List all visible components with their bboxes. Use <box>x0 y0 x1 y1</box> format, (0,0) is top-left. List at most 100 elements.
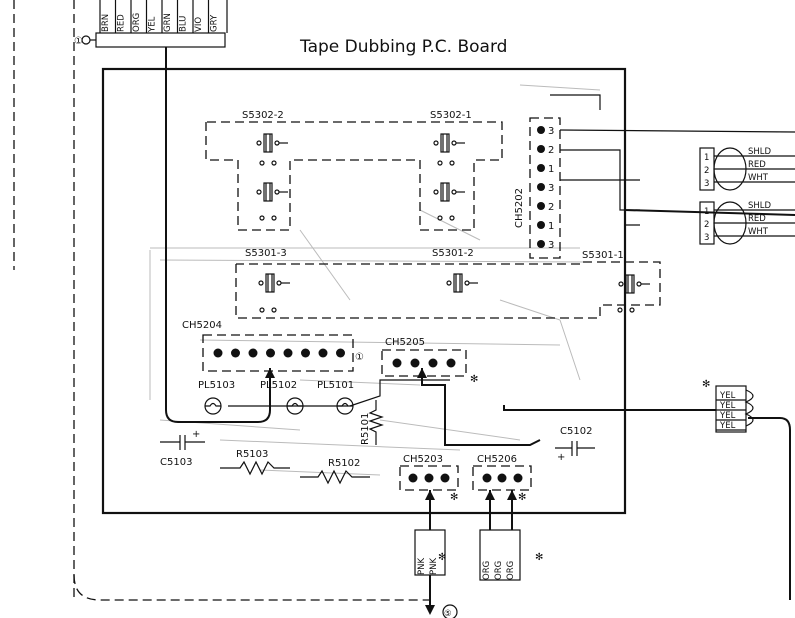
top-wire-label: GRN <box>163 13 173 32</box>
top-wire-label: VIO <box>194 17 204 32</box>
ch5204-pin <box>266 348 275 358</box>
switch-terminal <box>259 215 265 221</box>
bottom-right-star: ✻ <box>535 552 543 563</box>
switch-contact <box>433 133 465 153</box>
bottom-connector-pin <box>440 473 450 483</box>
switch-terminal <box>271 160 277 166</box>
ch5202-pin <box>537 183 545 191</box>
bottom-right-wire-label: ORG <box>494 561 504 580</box>
jack-pin-number: 2 <box>704 220 709 230</box>
switch-contact <box>446 273 478 293</box>
ch5202-label: CH5202 <box>514 188 525 228</box>
switch-symbols <box>256 133 650 313</box>
ch5202-pin <box>537 145 545 153</box>
bottom-left-wire-label: PNK <box>429 558 439 575</box>
jack-pin-number: 2 <box>704 166 709 176</box>
switch-contact <box>256 133 288 153</box>
switch-terminal <box>271 307 277 313</box>
right-wire-label: YEL <box>719 401 736 411</box>
switch-terminal <box>271 215 277 221</box>
switch-terminal <box>449 215 455 221</box>
bottom-left-wire-label: PNK <box>417 558 427 575</box>
switch-s5301-3-label: S5301-3 <box>245 248 287 259</box>
ch5202-pin-number: 2 <box>548 202 554 213</box>
jack-wire-label: RED <box>748 160 766 170</box>
ch5204-label: CH5204 <box>182 320 222 331</box>
top-wire-label: BRN <box>101 14 111 32</box>
ch5206-label: CH5206 <box>477 454 517 465</box>
jack-wire-label: SHLD <box>748 201 772 211</box>
bottom-right-wire-label: ORG <box>506 561 516 580</box>
switch-contact <box>258 273 290 293</box>
bottom-connector-pin <box>424 473 434 483</box>
ch5204-pins <box>213 348 345 358</box>
lamp: PL5102 <box>260 380 304 415</box>
switch-terminal <box>259 307 265 313</box>
ch5202-pin <box>537 240 545 248</box>
r5102-label: R5102 <box>328 458 360 469</box>
ch5203-star: ✻ <box>450 492 458 503</box>
switch-terminal <box>449 160 455 166</box>
top-wire-label: YEL <box>148 16 158 33</box>
bottom-pins <box>408 473 523 483</box>
ch5205-pin <box>410 358 420 368</box>
lamp: PL5101 <box>317 380 354 415</box>
board-title: Tape Dubbing P.C. Board <box>299 37 507 57</box>
switch-contact <box>256 182 288 202</box>
board-outline <box>101 67 627 515</box>
ch5204-pin <box>318 348 328 358</box>
lamp: PL5103 <box>198 380 235 415</box>
switch-s5302-1-label: S5302-1 <box>430 110 472 121</box>
c5103-plus: + <box>192 429 200 440</box>
ch5202-pin-number: 3 <box>548 183 554 194</box>
jack-wire-label: WHT <box>748 227 769 237</box>
switch-terminal <box>617 307 623 313</box>
bottom-connector-pin <box>408 473 418 483</box>
ch5204-pin <box>248 348 258 358</box>
switch-contact <box>618 274 650 294</box>
right-wire-label: YEL <box>719 391 736 401</box>
lamp-label: PL5101 <box>317 380 354 391</box>
top-connector-ref: ① <box>74 36 83 47</box>
ch5203-label: CH5203 <box>403 454 443 465</box>
ch5206-star: ✻ <box>518 492 526 503</box>
ch5205-pin <box>446 358 456 368</box>
r5103-label: R5103 <box>236 449 268 460</box>
ch5202-pin <box>537 126 545 134</box>
switch-s5301-2-label: S5301-2 <box>432 248 474 259</box>
r5101-label: R5101 <box>360 413 371 445</box>
c5102-plus: + <box>557 452 565 463</box>
pcb-traces <box>149 84 601 476</box>
ch5204-pin <box>301 348 310 358</box>
ch5204-pin <box>336 348 345 358</box>
bottom-right-wire-label: ORG <box>482 561 492 580</box>
c5102-label: C5102 <box>560 426 592 437</box>
switch-terminal <box>259 160 265 166</box>
top-wire-label: BLU <box>179 16 189 32</box>
ch5202-pin-number: 1 <box>548 221 554 232</box>
right-wire-label: YEL <box>719 411 736 421</box>
ch5202-pin-number: 1 <box>548 164 554 175</box>
switch-terminal <box>437 160 443 166</box>
switch-contact <box>433 182 465 202</box>
jack-wire-label: RED <box>748 214 766 224</box>
jack-wire-label: WHT <box>748 173 769 183</box>
jack-wire-label: SHLD <box>748 147 772 157</box>
ch5205-pin <box>392 358 402 368</box>
bottom-connector-pin <box>513 473 523 483</box>
ch5204-pin <box>231 348 240 358</box>
switch-terminal <box>629 307 635 313</box>
ch5205-pin <box>428 358 438 368</box>
top-wire-label: GRY <box>210 14 220 32</box>
lamp-label: PL5103 <box>198 380 235 391</box>
right-connector-star: ✻ <box>702 379 710 390</box>
ch5205-pins <box>392 358 456 368</box>
ch5204-pin <box>283 348 293 358</box>
ch5202-pin <box>537 202 545 210</box>
